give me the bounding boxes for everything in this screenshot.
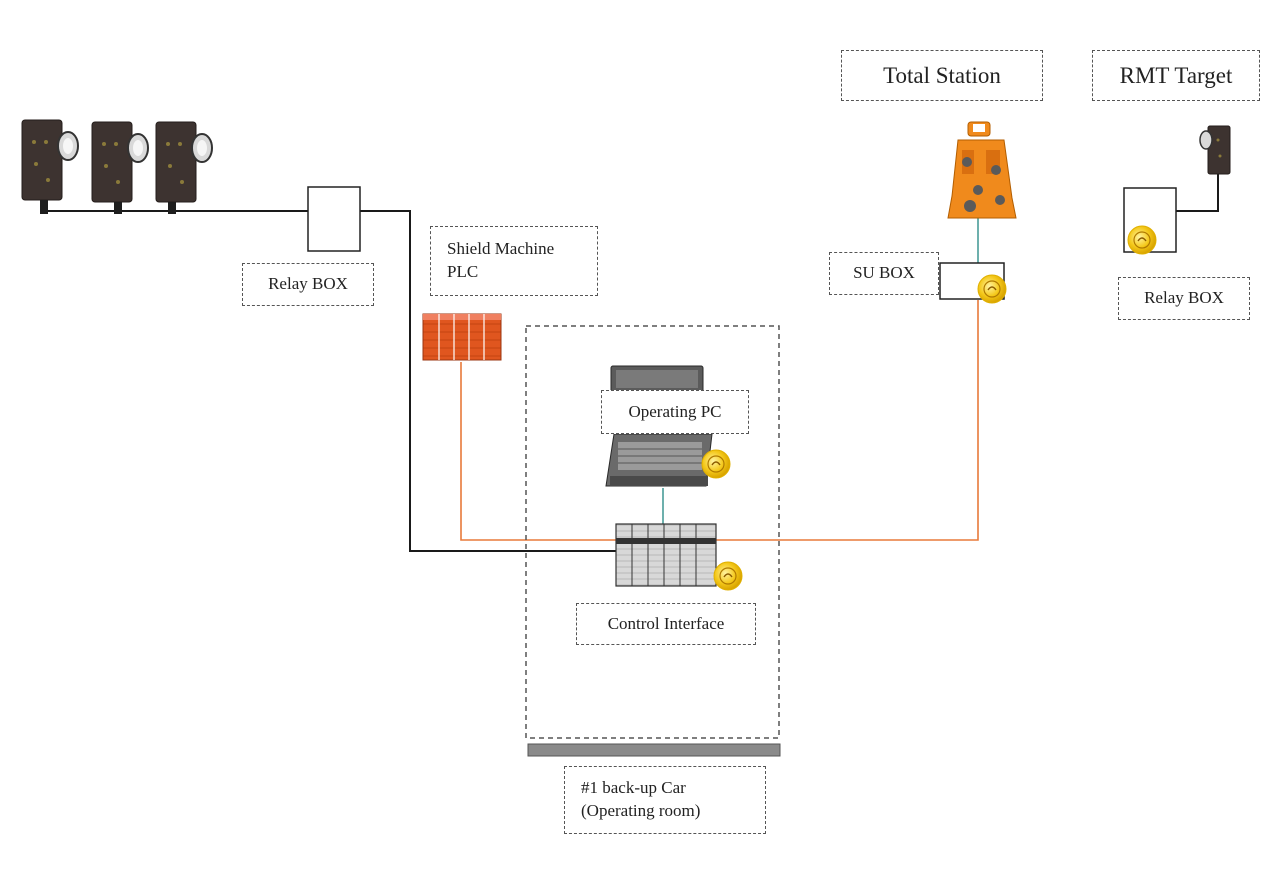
backup-car-floor: [527, 743, 781, 757]
su-box-label: SU BOX: [829, 252, 939, 295]
backup-car-label: #1 back-up Car (Operating room): [564, 766, 766, 834]
control-interface-rack-icon: [615, 523, 717, 587]
rmt-target-label: RMT Target: [1092, 50, 1260, 101]
wireless-badge-icon: [1127, 225, 1157, 255]
prism-target-icon: [155, 121, 213, 214]
total-station-icon: [947, 121, 1017, 219]
wireless-badge-icon: [977, 274, 1007, 304]
prism-target-icon: [91, 121, 149, 214]
relay-box-left-label: Relay BOX: [242, 263, 374, 306]
control-interface-label: Control Interface: [576, 603, 756, 645]
relay-box-left: [307, 186, 361, 252]
laptop-pc-icon: [605, 365, 713, 487]
orange-cable: [460, 300, 979, 541]
teal-cable: [662, 218, 979, 524]
wireless-badge-icon: [713, 561, 743, 591]
prism-target-icon: [21, 119, 79, 214]
backup-car-frame: [525, 325, 780, 739]
relay-box-right-label: Relay BOX: [1118, 277, 1250, 320]
black-cable: [44, 172, 1219, 552]
total-station-label: Total Station: [841, 50, 1043, 101]
operating-pc-label: Operating PC: [601, 390, 749, 434]
prism-target-icon: [1199, 125, 1231, 175]
wireless-badge-icon: [701, 449, 731, 479]
shield-machine-plc-label: Shield Machine PLC: [430, 226, 598, 296]
plc-rack-icon: [422, 313, 502, 361]
